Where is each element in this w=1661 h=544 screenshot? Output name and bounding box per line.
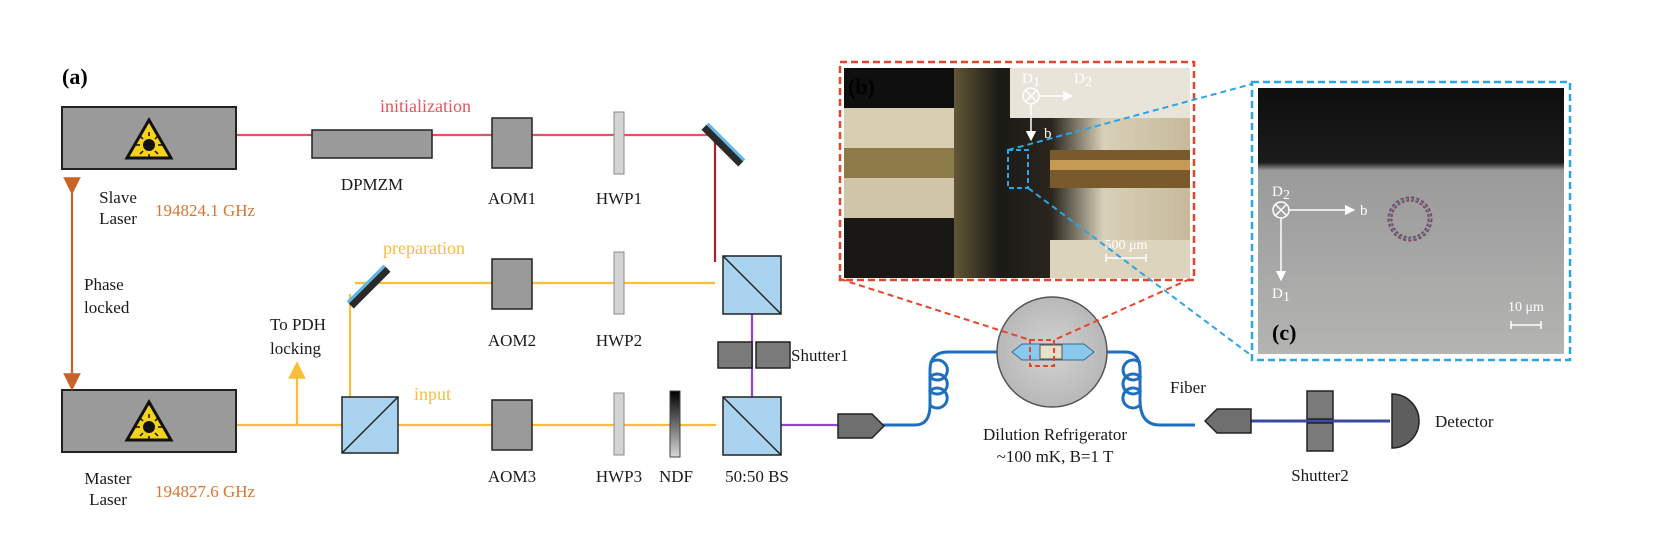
photo-c-scalebar [1510,321,1542,329]
photo-c-d2-sub: 2 [1283,188,1290,203]
fiber-coupler-left [837,413,886,439]
initialization-label: initialization [380,96,471,116]
hwp3-label: HWP3 [596,467,642,486]
mirror-preparation [346,264,391,309]
photo-c-b: b [1360,203,1368,219]
master-laser-label-2: Laser [89,490,127,509]
photo-c-d1-sub: 1 [1283,290,1290,305]
photo-b-scalebar [1105,254,1147,262]
aom3-box [491,399,533,451]
fiber-path-right [1060,350,1195,427]
zoom-line-red-left [839,278,1031,341]
ndf-filter [669,390,681,458]
shutter2 [1306,390,1334,452]
aom1-label: AOM1 [488,189,536,208]
aom3-label: AOM3 [488,467,536,486]
photo-b-d2-sub: 2 [1085,75,1092,90]
shutter1 [717,341,791,369]
aom2-label: AOM2 [488,331,536,350]
hwp2-plate [613,251,625,315]
hwp1-plate [613,111,625,175]
master-laser [61,389,237,453]
dpmzm-box [311,129,433,159]
photo-c-scale-label: 10 μm [1508,300,1544,315]
photo-c-axes [1272,201,1356,282]
hwp2-label: HWP2 [596,331,642,350]
detector [1391,393,1420,449]
shutter2-label: Shutter2 [1291,466,1349,485]
photo-c-d1: D [1272,286,1283,302]
beam-splitter-top [722,255,782,315]
preparation-label: preparation [383,238,465,258]
sample-highlight [1029,339,1055,367]
photo-b-scale-label: 500 μm [1105,238,1148,253]
fiber-path [880,350,1045,427]
slave-laser-label: Slave [99,188,137,207]
ndf-label: NDF [659,467,693,486]
master-frequency: 194827.6 GHz [155,482,256,501]
panel-label-a: (a) [62,64,88,89]
photo-c [1258,88,1564,354]
slave-laser-label-2: Laser [99,209,137,228]
bs-label: 50:50 BS [725,467,789,486]
photo-b-d1-sub: 1 [1033,75,1040,90]
photo-b-d1: D [1022,71,1033,87]
slave-laser [61,106,237,170]
aom2-box [491,258,533,310]
fridge-label-2: ~100 mK, B=1 T [997,447,1114,466]
mirror-top-right [701,122,746,167]
aom1-box [491,117,533,169]
dpmzm-label: DPMZM [341,175,403,194]
master-laser-label: Master [84,469,132,488]
slave-frequency: 194824.1 GHz [155,201,256,220]
fiber-coupler-right [1203,408,1252,434]
hwp1-label: HWP1 [596,189,642,208]
zoom-line-blue-bottom [1027,187,1253,357]
input-label: input [414,384,451,404]
beam-splitter-pdh [341,396,399,454]
zoom-line-red-right [1053,278,1191,341]
panel-label-b: (b) [848,74,875,99]
fiber-coil-right [1121,358,1143,410]
panel-label-c: (c) [1272,320,1296,345]
phase-lock-label-2: locked [84,298,130,317]
shutter1-label: Shutter1 [791,346,849,365]
photo-b-highlight [1007,149,1029,189]
photo-b-axes [1022,87,1074,142]
pdh-label: To PDH [270,315,326,334]
beam-splitter-5050 [722,396,782,456]
photo-b-frame [838,60,1196,282]
hwp3-plate [613,392,625,456]
fiber-coil-left [927,358,949,410]
photo-c-frame [1250,80,1572,362]
pdh-label-2: locking [270,339,321,358]
photo-b-b: b [1044,126,1052,142]
photo-c-d2: D [1272,184,1283,200]
detector-label: Detector [1435,412,1494,431]
zoom-line-blue-top [1007,83,1253,151]
photo-b-d2: D [1074,71,1085,87]
fiber-label: Fiber [1170,378,1206,397]
phase-lock-label: Phase [84,275,124,294]
photo-b [844,68,1190,278]
fridge-label: Dilution Refrigerator [983,425,1127,444]
ring-resonator-inner [1389,198,1431,240]
